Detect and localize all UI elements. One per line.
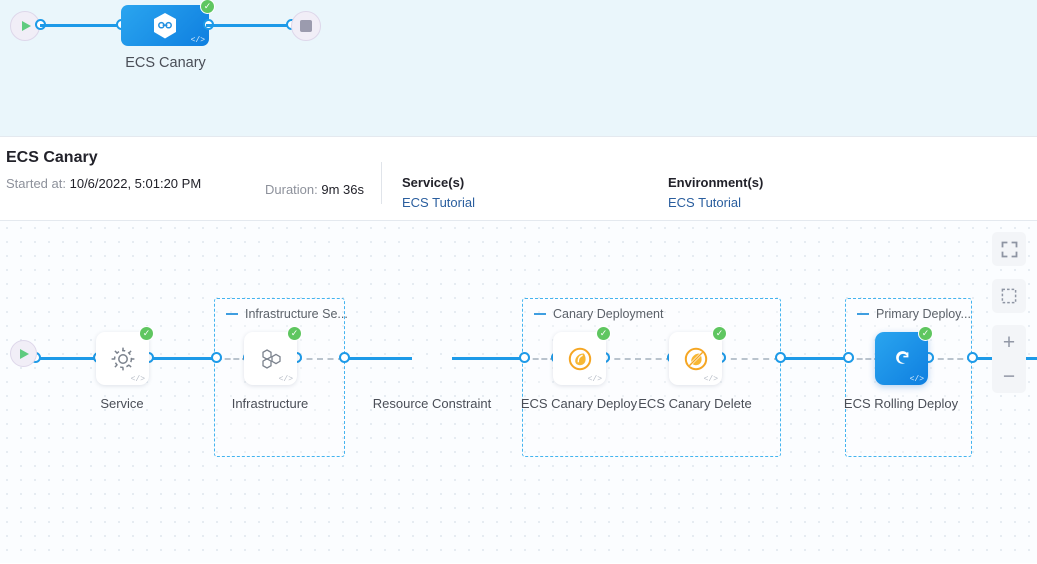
environments-link[interactable]: ECS Tutorial: [668, 195, 741, 210]
started-at-label: Started at:: [6, 176, 66, 191]
execution-info-bar: ECS Canary Started at: 10/6/2022, 5:01:2…: [0, 137, 1037, 221]
connector-line-dashed: [720, 358, 780, 360]
pipeline-header-canvas[interactable]: </> ✓ ECS Canary: [0, 0, 1037, 137]
code-glyph: </>: [909, 375, 924, 384]
collapse-icon[interactable]: [226, 313, 238, 315]
connector-line: [344, 357, 412, 360]
group-header[interactable]: Canary Deployment: [534, 307, 663, 321]
box-select-button[interactable]: [992, 279, 1026, 313]
node-label-resource-constraint: Resource Constraint: [372, 396, 492, 411]
duration-label: Duration:: [265, 182, 318, 197]
node-infrastructure[interactable]: </> ✓: [244, 326, 302, 385]
connector-line: [780, 357, 848, 360]
status-badge-success: ✓: [596, 326, 611, 341]
code-glyph: </>: [703, 375, 718, 384]
connector-line: [40, 24, 122, 27]
status-badge-success: ✓: [918, 326, 933, 341]
fullscreen-icon: [1001, 241, 1017, 257]
group-header[interactable]: Infrastructure Se...: [226, 307, 348, 321]
node-label-ecs-canary-deploy: ECS Canary Deploy: [520, 396, 638, 411]
group-label: Canary Deployment: [553, 307, 664, 321]
node-ecs-canary-delete[interactable]: </> ✓: [669, 326, 727, 385]
environments-header: Environment(s): [668, 175, 764, 190]
services-header: Service(s): [402, 175, 465, 190]
status-badge-success: ✓: [287, 326, 302, 341]
started-at-value: 10/6/2022, 5:01:20 PM: [69, 176, 202, 191]
node-label-service: Service: [100, 396, 144, 411]
fit-to-screen-button[interactable]: [992, 232, 1026, 266]
status-badge-success: ✓: [200, 0, 215, 14]
started-at-row: Started at: 10/6/2022, 5:01:20 PM: [6, 176, 1037, 191]
code-glyph: </>: [130, 375, 145, 384]
connector-dot: [967, 352, 978, 363]
services-column: Service(s) ECS Tutorial: [402, 175, 475, 210]
dashed-square-icon: [1001, 288, 1017, 304]
divider: [381, 162, 382, 204]
connector-dot: [519, 352, 530, 363]
node-label-ecs-rolling-deploy: ECS Rolling Deploy: [843, 396, 959, 411]
connector-dot: [339, 352, 350, 363]
status-badge-success: ✓: [139, 326, 154, 341]
connector-dot: [211, 352, 222, 363]
code-glyph: </>: [587, 375, 602, 384]
connector-dot: [843, 352, 854, 363]
collapse-icon[interactable]: [857, 313, 869, 315]
group-label: Primary Deploy...: [876, 307, 971, 321]
node-ecs-canary-deploy[interactable]: </> ✓: [553, 326, 611, 385]
node-label-infrastructure: Infrastructure: [231, 396, 309, 411]
harness-hexagon-icon: [154, 12, 176, 38]
status-badge-success: ✓: [712, 326, 727, 341]
connector-line-dashed: [216, 358, 248, 360]
canary-bird-icon: [568, 347, 591, 370]
group-label: Infrastructure Se...: [245, 307, 348, 321]
node-label-ecs-canary-delete: ECS Canary Delete: [638, 396, 752, 411]
connector-line: [452, 357, 524, 360]
connector-line: [33, 357, 98, 360]
code-glyph: </>: [278, 375, 293, 384]
services-link[interactable]: ECS Tutorial: [402, 195, 475, 210]
stage-start-node[interactable]: [10, 340, 37, 367]
environments-column: Environment(s) ECS Tutorial: [668, 175, 763, 210]
page-title: ECS Canary: [6, 149, 98, 166]
zoom-out-button[interactable]: −: [1002, 364, 1016, 388]
group-primary-deployment[interactable]: Primary Deploy...: [845, 298, 972, 457]
connector-line-dashed: [848, 358, 880, 360]
connector-line-dashed: [928, 358, 973, 360]
connector-line: [206, 24, 294, 27]
code-glyph: </>: [190, 36, 205, 45]
collapse-icon[interactable]: [534, 313, 546, 315]
connector-dot: [775, 352, 786, 363]
pipeline-node-ecs-canary[interactable]: </> ✓: [121, 0, 215, 46]
connector-line-dashed: [524, 358, 556, 360]
connector-line-dashed: [296, 358, 344, 360]
node-ecs-rolling-deploy[interactable]: </> ✓: [875, 326, 933, 385]
pipeline-node-label: ECS Canary: [125, 55, 206, 71]
node-service[interactable]: </> ✓: [96, 326, 154, 385]
group-header[interactable]: Primary Deploy...: [857, 307, 971, 321]
connector-line: [148, 357, 216, 360]
ecs-rolling-icon: [896, 351, 909, 364]
gear-icon: [111, 347, 134, 370]
zoom-in-button[interactable]: +: [1002, 330, 1016, 354]
connector-line-dashed: [604, 358, 672, 360]
duration-row: Duration: 9m 36s: [265, 182, 364, 197]
zoom-controls[interactable]: + −: [992, 325, 1026, 393]
canary-bird-delete-icon: [684, 347, 707, 370]
stage-graph-canvas[interactable]: Infrastructure Se... Canary Deployment P…: [0, 221, 1037, 563]
pipeline-end-node[interactable]: [291, 11, 321, 41]
duration-value: 9m 36s: [321, 182, 365, 197]
play-icon: [20, 348, 29, 359]
hexagon-cluster-icon: [261, 348, 281, 369]
play-icon: [21, 21, 31, 31]
stop-icon: [300, 20, 312, 32]
